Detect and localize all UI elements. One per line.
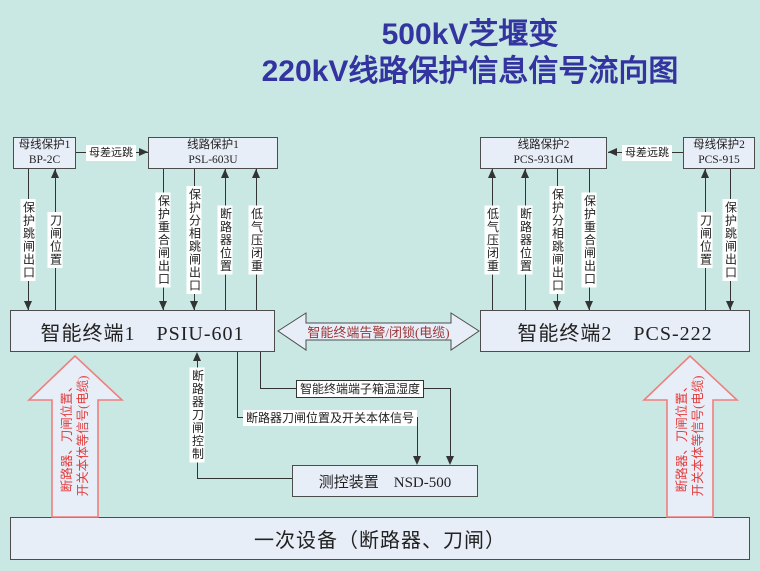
double-arrow-shape: [277, 312, 480, 351]
signal-line-switch-position-left: 刀闸位置: [47, 169, 63, 310]
big-arrow-right-text: 断路器、刀闸位置、 开关本体等信号(电缆): [674, 361, 706, 511]
signal-label: 断路器位置: [217, 205, 233, 274]
box-smart-terminal-1: 智能终端1 PSIU-601: [10, 310, 275, 352]
big-up-arrow-left: [27, 355, 124, 518]
arrowhead-up-icon: [221, 169, 229, 178]
signal-label: 保护重合闸出口: [155, 192, 171, 287]
arrowhead-down-icon: [24, 301, 32, 310]
signal-line-low-pressure-left: 低气压闭重: [248, 169, 264, 310]
box-label: 线路保护1: [187, 139, 239, 151]
big-arrow-text-line: 断路器、刀闸位置、: [675, 379, 689, 493]
signal-label: 保护跳闸出口: [722, 198, 738, 281]
arrowhead-down-icon: [553, 301, 561, 310]
connector-line: [417, 417, 418, 456]
box-label: 线路保护2: [517, 139, 570, 151]
big-up-arrow-right: [642, 355, 739, 518]
arrowhead-up-icon: [193, 352, 201, 361]
arrowhead-down-icon: [726, 301, 734, 310]
box-label: 母线保护2: [693, 139, 745, 151]
title-line-2: 220kV线路保护信息信号流向图: [261, 55, 679, 88]
arrowhead-up-icon: [252, 169, 260, 178]
signal-line-phase-trip-out-right: 保护分相跳闸出口: [549, 169, 565, 310]
box-label: 母线保护1: [18, 139, 71, 151]
label-terminal-alarm-block: 智能终端告警/闭锁(电缆): [307, 325, 450, 340]
arrowhead-up-icon: [521, 169, 529, 178]
label-terminal-box-humidity: 智能终端端子箱温湿度: [296, 380, 425, 398]
arrowhead-right-icon: [139, 148, 148, 156]
connector-line: [450, 388, 451, 456]
signal-label: 刀闸位置: [47, 211, 63, 268]
box-label: BP-2C: [28, 154, 61, 166]
arrowhead-up-icon: [701, 169, 709, 178]
signal-line-breaker-position-right: 断路器位置: [517, 169, 533, 310]
label-breaker-switch-control: 断路器刀闸控制: [189, 367, 205, 463]
box-bus-protection-2: 母线保护2 PCS-915: [683, 137, 755, 169]
signal-label: 刀闸位置: [697, 211, 713, 268]
signal-line-phase-trip-out-left: 保护分相跳闸出口: [186, 169, 202, 310]
arrowhead-down-icon: [413, 456, 421, 465]
arrowhead-down-icon: [190, 301, 198, 310]
arrowhead-up-icon: [488, 169, 496, 178]
box-measure-control: 测控装置 NSD-500: [292, 465, 478, 497]
signal-label: 保护跳闸出口: [20, 198, 36, 281]
big-arrow-text-line: 开关本体等信号(电缆): [76, 375, 90, 497]
label-bus-diff-remote-trip-left: 母差远跳: [86, 145, 136, 161]
signal-line-low-pressure-right: 低气压闭重: [484, 169, 500, 310]
box-bus-protection-1: 母线保护1 BP-2C: [13, 137, 76, 169]
signal-line-breaker-position-left: 断路器位置: [217, 169, 233, 310]
signal-line-switch-position-right: 刀闸位置: [697, 169, 713, 310]
label-breaker-switch-position-signal: 断路器刀闸位置及开关本体信号: [243, 410, 418, 426]
connector-line: [197, 478, 292, 479]
box-line-protection-1: 线路保护1 PSL-603U: [148, 137, 278, 169]
box-label: PCS-915: [698, 154, 740, 166]
signal-label: 低气压闭重: [248, 205, 264, 274]
signal-label: 保护分相跳闸出口: [549, 185, 565, 294]
arrowhead-down-icon: [446, 456, 454, 465]
arrowhead-left-icon: [608, 148, 617, 156]
big-arrow-text-line: 开关本体等信号(电缆): [691, 375, 705, 497]
arrowhead-down-icon: [585, 301, 593, 310]
connector-line: [260, 352, 261, 388]
connector-line: [237, 352, 238, 417]
signal-label: 低气压闭重: [484, 205, 500, 274]
signal-label: 保护重合闸出口: [581, 192, 597, 287]
big-arrow-left-text: 断路器、刀闸位置、 开关本体等信号(电缆): [59, 361, 91, 511]
arrowhead-down-icon: [159, 301, 167, 310]
big-arrow-text-line: 断路器、刀闸位置、: [60, 379, 74, 493]
signal-line-reclose-out-left: 保护重合闸出口: [155, 169, 171, 310]
box-smart-terminal-2: 智能终端2 PCS-222: [480, 310, 750, 352]
box-label: PSL-603U: [188, 154, 238, 166]
box-primary-equipment: 一次设备（断路器、刀闸）: [10, 517, 750, 560]
box-line-protection-2: 线路保护2 PCS-931GM: [480, 137, 607, 169]
arrowhead-up-icon: [51, 169, 59, 178]
signal-line-trip-out-right: 保护跳闸出口: [722, 169, 738, 310]
signal-label: 保护分相跳闸出口: [186, 185, 202, 294]
label-bus-diff-remote-trip-right: 母差远跳: [622, 145, 672, 161]
title-line-1: 500kV芝堰变: [381, 18, 559, 51]
signal-label: 断路器位置: [517, 205, 533, 274]
box-label: PCS-931GM: [513, 154, 574, 166]
signal-line-trip-out-left: 保护跳闸出口: [20, 169, 36, 310]
page-title: 500kV芝堰变 220kV线路保护信息信号流向图: [180, 16, 760, 90]
signal-line-reclose-out-right: 保护重合闸出口: [581, 169, 597, 310]
